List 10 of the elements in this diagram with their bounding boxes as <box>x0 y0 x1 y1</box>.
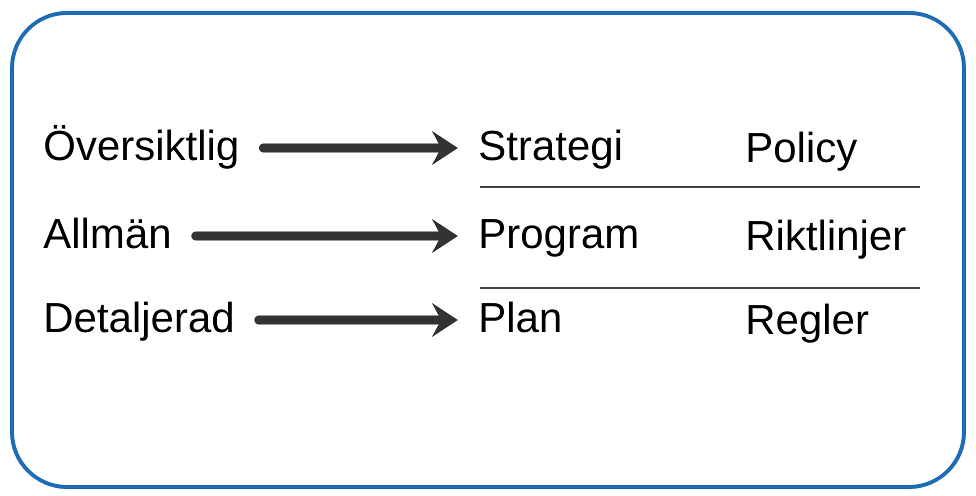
frame <box>10 11 966 489</box>
word: Policy <box>748 132 858 171</box>
word: Allmän <box>43 218 169 248</box>
word: Program <box>482 219 636 257</box>
word: Översiktlig <box>45 124 237 169</box>
word: Plan <box>482 302 560 332</box>
word: Strategi <box>480 130 620 169</box>
word: Riktlinjer <box>748 220 906 259</box>
word: Detaljerad <box>46 302 232 341</box>
word: Regler <box>748 304 868 343</box>
